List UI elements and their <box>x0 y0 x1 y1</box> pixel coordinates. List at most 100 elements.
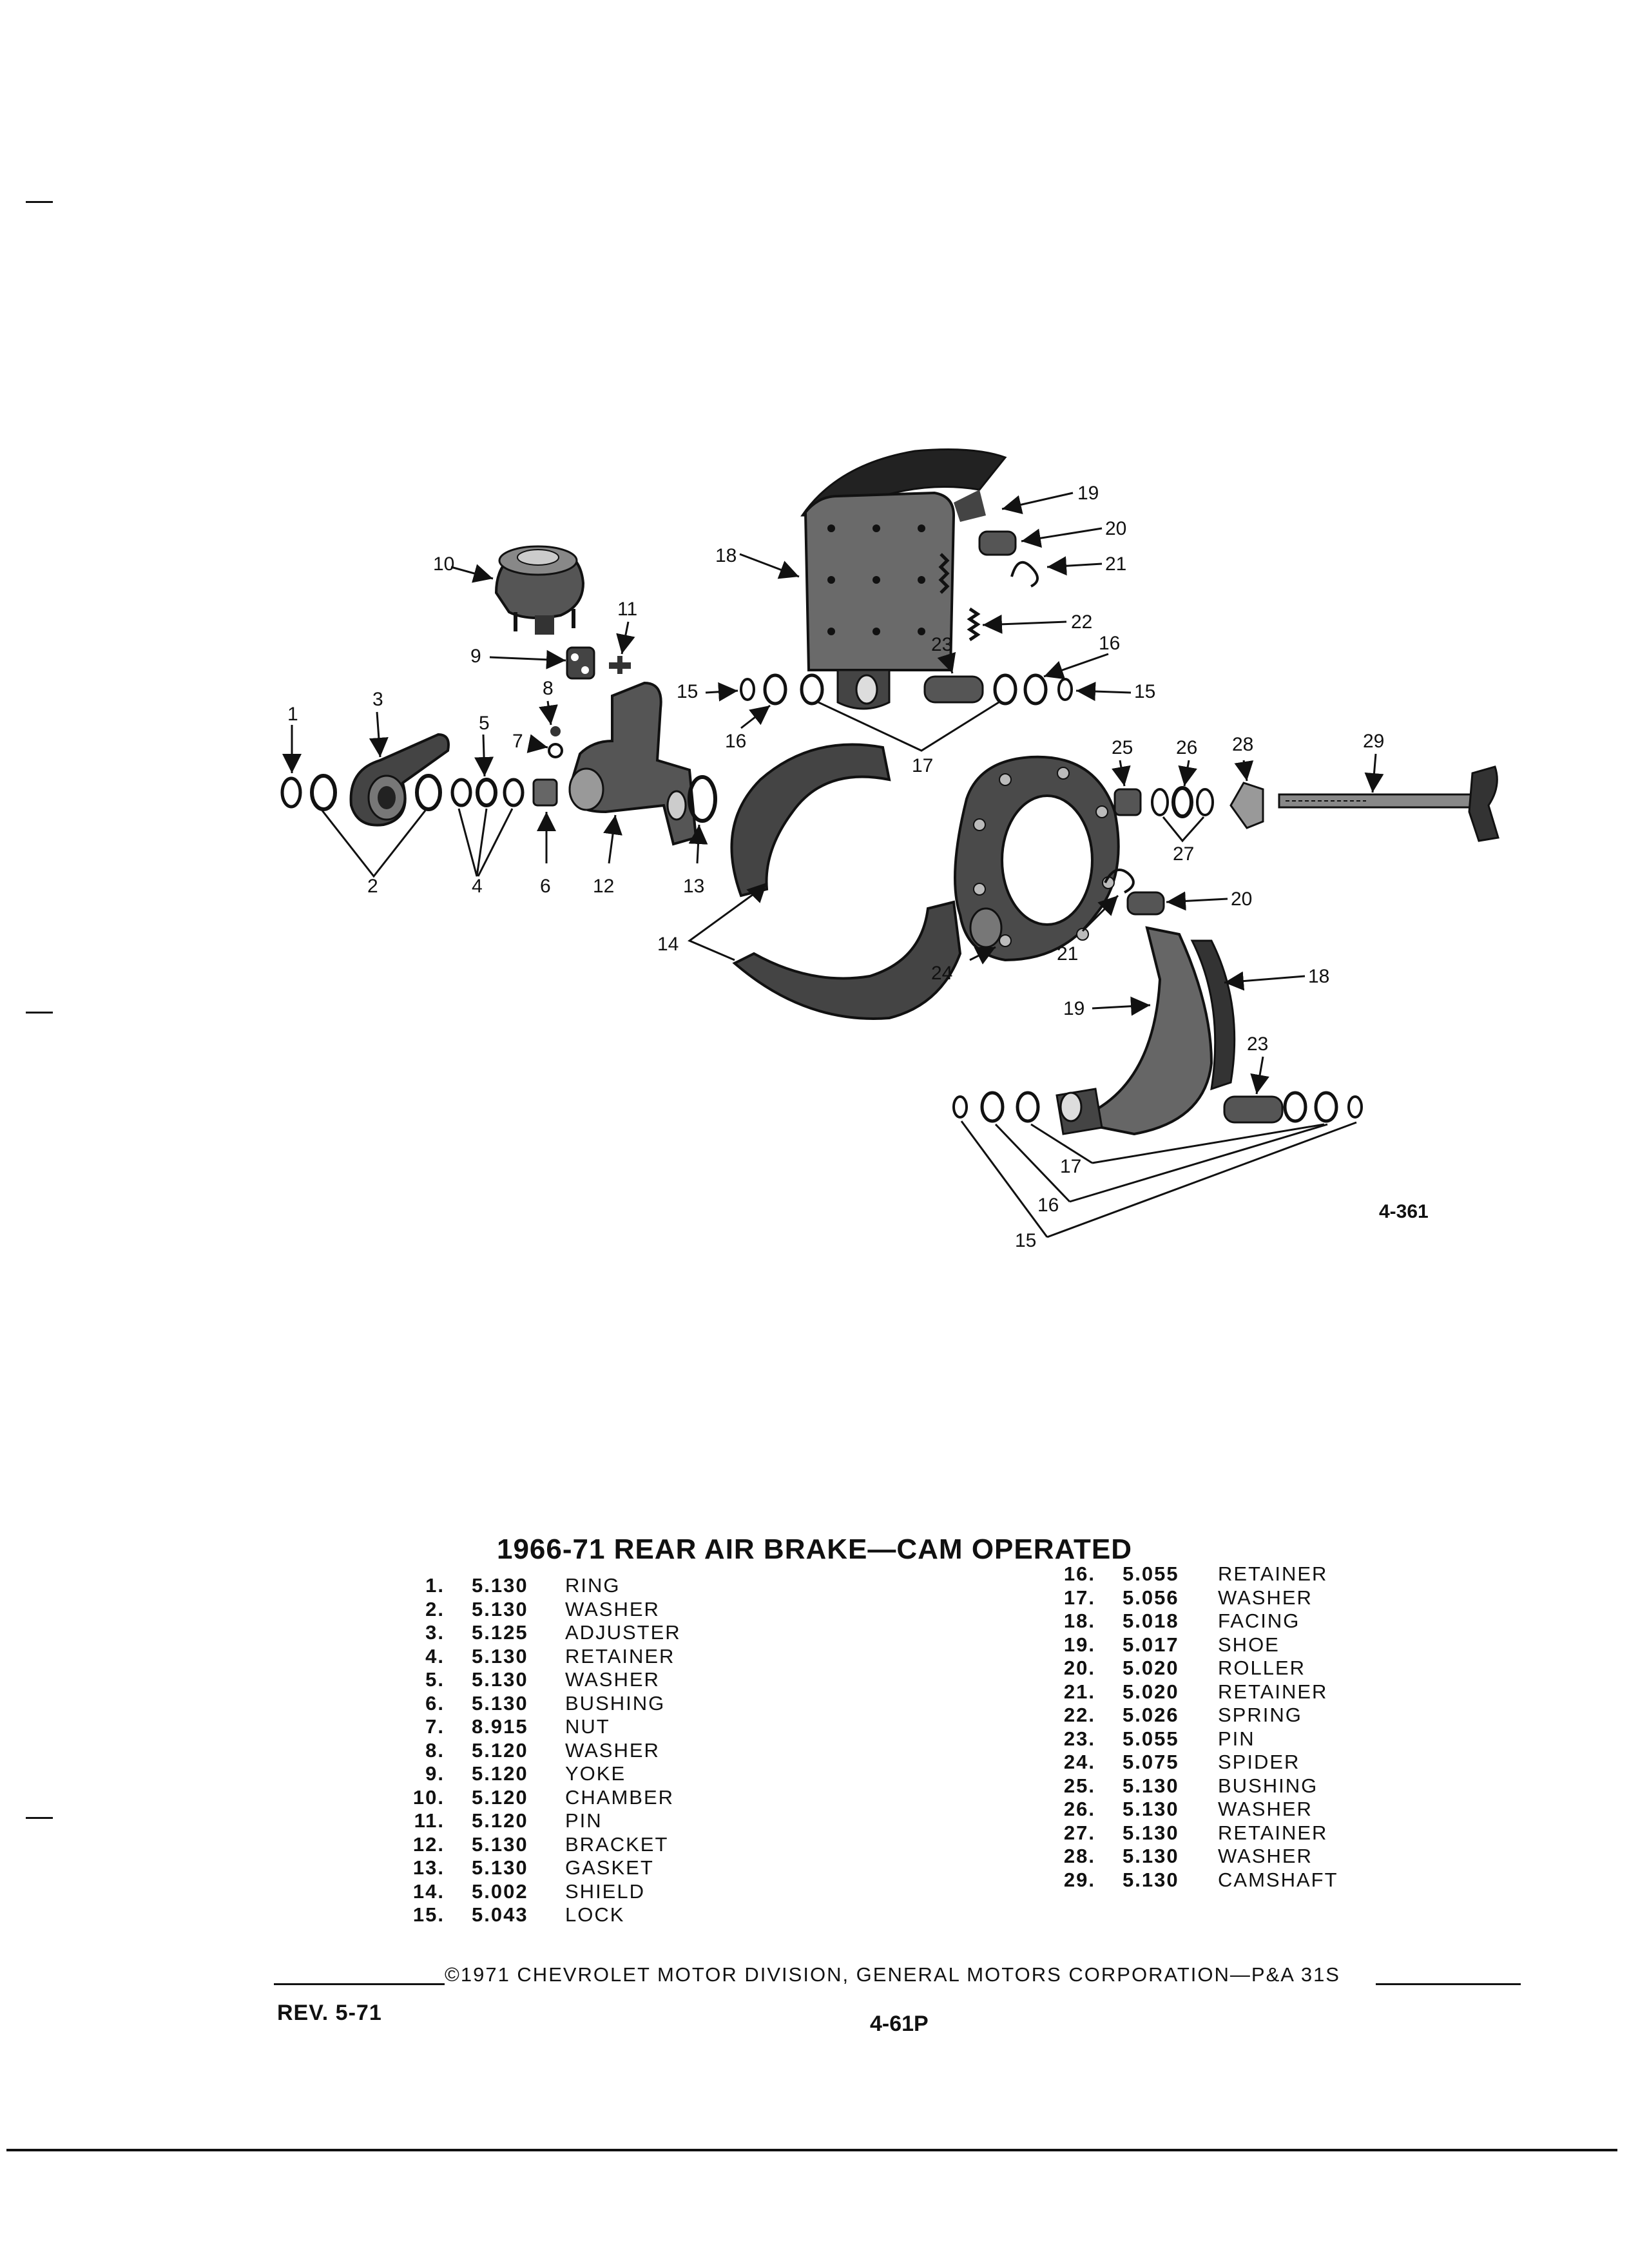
callout-22: 22 <box>1071 611 1092 633</box>
parts-list-row: 4. 5.130 RETAINER <box>380 1645 681 1669</box>
callout-18: 18 <box>715 545 737 566</box>
callout-12: 12 <box>593 876 614 897</box>
part-code: 5.130 <box>472 1691 528 1715</box>
part-number: 5. <box>425 1668 445 1691</box>
part-number: 1. <box>425 1574 445 1597</box>
retainer-part <box>1151 788 1169 816</box>
part-number: 20. <box>1063 1657 1095 1679</box>
part-name: WASHER <box>1218 1798 1313 1820</box>
callout-26: 26 <box>1176 737 1197 758</box>
retainer-part <box>450 778 472 807</box>
footer-rule-right <box>1376 1983 1521 1985</box>
part-code: 5.130 <box>472 1574 528 1597</box>
callout-8: 8 <box>543 678 554 699</box>
part-number: 11. <box>414 1809 445 1832</box>
bushing-part <box>532 778 558 807</box>
part-number: 27. <box>1063 1821 1095 1844</box>
callout-23: 23 <box>1247 1033 1268 1055</box>
part-number: 14. <box>412 1879 445 1903</box>
part-code: 5.130 <box>472 1644 528 1667</box>
retainer-clip-part <box>1010 561 1039 588</box>
part-name: SHOE <box>1218 1633 1280 1656</box>
bottom-rule <box>6 2149 1617 2151</box>
part-number: 18. <box>1063 1610 1095 1632</box>
lock-part <box>1347 1095 1363 1119</box>
callout-15: 15 <box>677 681 698 702</box>
spring-part <box>967 607 981 642</box>
callout-20: 20 <box>1231 889 1252 910</box>
copyright-text: ©1971 CHEVROLET MOTOR DIVISION, GENERAL … <box>445 1963 1340 1986</box>
part-name: RETAINER <box>565 1644 675 1667</box>
part-code: 5.120 <box>472 1785 528 1809</box>
part-number: 2. <box>425 1597 445 1620</box>
part-code: 5.130 <box>472 1856 528 1879</box>
callout-29: 29 <box>1363 731 1384 752</box>
part-number: 6. <box>425 1691 445 1715</box>
retainer-part <box>980 1091 1005 1123</box>
part-name: ROLLER <box>1218 1657 1306 1679</box>
callout-28: 28 <box>1232 734 1253 755</box>
retainer-part <box>1314 1091 1338 1123</box>
part-code: 5.120 <box>472 1809 528 1832</box>
part-code: 5.075 <box>1123 1751 1179 1773</box>
margin-mark <box>26 1817 53 1819</box>
lock-part <box>740 678 755 701</box>
part-name: PIN <box>1218 1727 1255 1750</box>
upper-shoe-assembly <box>800 448 1007 710</box>
part-name: SPIDER <box>1218 1751 1300 1773</box>
part-name: RETAINER <box>1218 1821 1328 1844</box>
part-number: 4. <box>425 1644 445 1667</box>
bracket-part <box>568 681 698 846</box>
callout-20: 20 <box>1105 518 1126 539</box>
part-code: 5.055 <box>1123 1562 1179 1585</box>
spider-part <box>954 755 1120 962</box>
part-number: 25. <box>1063 1774 1095 1797</box>
washer-part <box>993 673 1017 706</box>
pin-part <box>609 656 631 674</box>
part-number: 13. <box>412 1856 445 1879</box>
part-name: ADJUSTER <box>565 1621 681 1644</box>
callout-2: 2 <box>367 876 378 897</box>
callout-25: 25 <box>1112 737 1133 758</box>
part-number: 21. <box>1063 1680 1095 1703</box>
bushing-part <box>1113 788 1142 816</box>
part-code: 5.130 <box>1123 1774 1179 1797</box>
page-number: 4-61P <box>870 2012 929 2036</box>
page-title: 1966-71 REAR AIR BRAKE—CAM OPERATED <box>496 1533 1133 1565</box>
part-code: 5.018 <box>1123 1610 1179 1632</box>
callout-9: 9 <box>470 646 481 667</box>
part-name: WASHER <box>565 1668 660 1691</box>
retainer-part <box>1196 788 1214 816</box>
part-code: 5.055 <box>1123 1727 1179 1750</box>
part-code: 5.056 <box>1123 1586 1179 1609</box>
callout-21: 21 <box>1105 553 1126 575</box>
part-code: 5.026 <box>1123 1704 1179 1726</box>
callout-16: 16 <box>1037 1195 1059 1216</box>
gasket-part <box>688 775 717 823</box>
callout-19: 19 <box>1077 483 1099 504</box>
part-name: CAMSHAFT <box>1218 1868 1338 1891</box>
callout-7: 7 <box>512 731 523 752</box>
part-name: WASHER <box>1218 1586 1313 1609</box>
retainer-part <box>763 673 787 706</box>
callout-13: 13 <box>683 876 704 897</box>
washer-part <box>415 774 442 811</box>
shield-part <box>730 743 962 1020</box>
